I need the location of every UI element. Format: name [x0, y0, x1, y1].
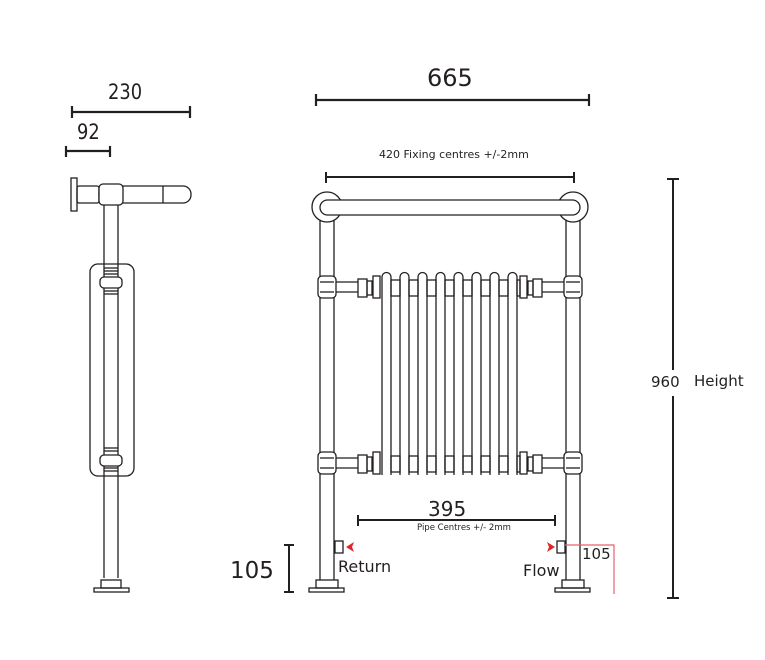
flow-valve [556, 540, 566, 554]
dim-92-label: 92 [77, 120, 100, 144]
return-label: Return [338, 557, 392, 576]
flow-arrow-icon [547, 542, 555, 552]
side-view [70, 177, 192, 593]
return-valve [334, 540, 344, 554]
front-view [308, 191, 591, 593]
dim-230 [70, 106, 192, 118]
flow-label: Flow [523, 561, 560, 580]
dim-230-label: 230 [108, 80, 143, 104]
dim-105-right-label: 105 [582, 545, 611, 563]
dim-105-left [284, 544, 294, 593]
return-arrow-icon [346, 542, 354, 552]
dim-960-label: 960 [650, 373, 681, 391]
dim-960 [667, 178, 679, 599]
radiator-columns [372, 271, 528, 475]
dim-395-label: 395 [428, 497, 467, 521]
flow-return-markers [346, 542, 615, 594]
dim-395 [357, 515, 556, 526]
dim-92 [64, 146, 112, 157]
fixing-centres-label: 420 Fixing centres +/-2mm [379, 148, 529, 161]
height-label: Height [694, 372, 744, 390]
pipe-centres-label: Pipe Centres +/- 2mm [417, 523, 511, 533]
flow-height-leader [565, 544, 615, 594]
dim-665 [314, 94, 591, 106]
dim-420 [325, 172, 575, 183]
dim-105-left-label: 105 [230, 558, 274, 584]
dim-665-label: 665 [427, 64, 473, 92]
